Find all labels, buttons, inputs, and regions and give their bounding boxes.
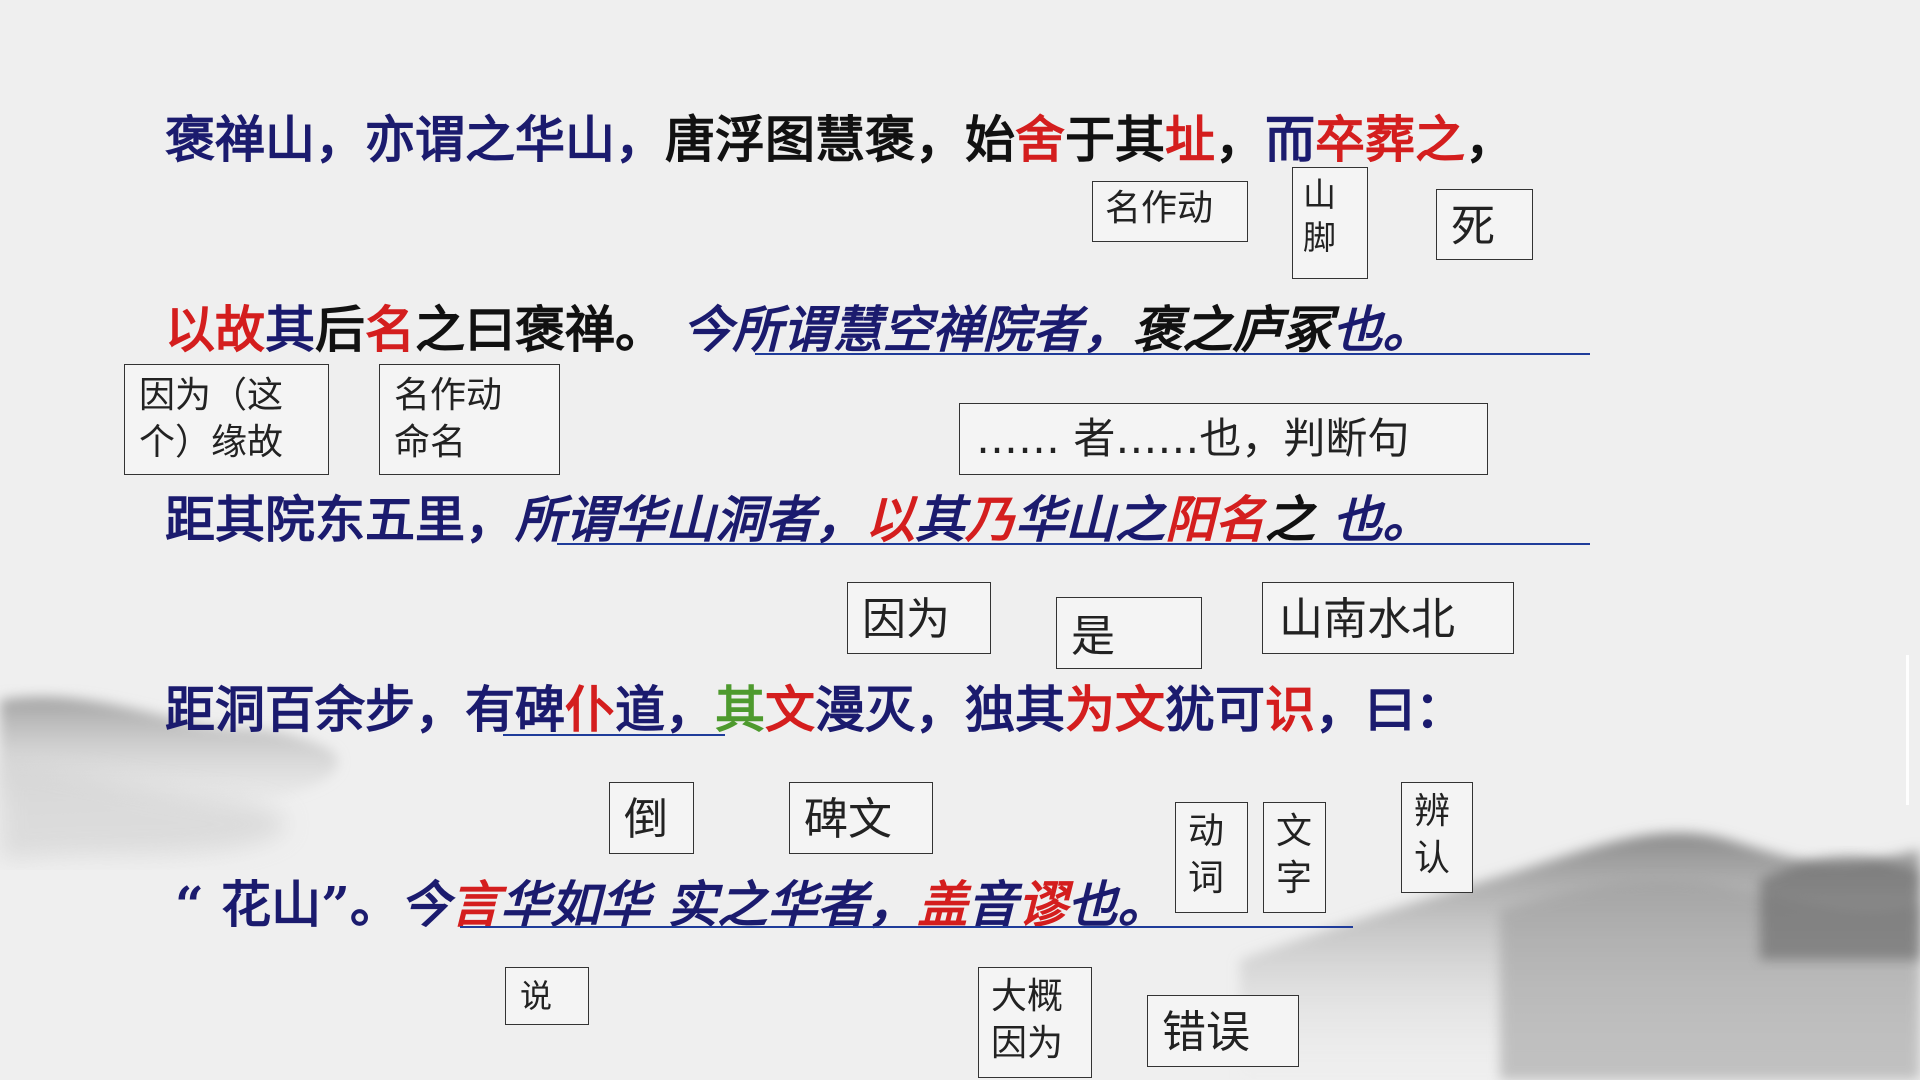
text-segment: 名 xyxy=(1215,490,1265,549)
text-segment: 文 xyxy=(765,680,815,739)
text-segment: 其 xyxy=(265,300,315,359)
text-segment: 后 xyxy=(315,300,365,359)
note-shuo: 说 xyxy=(505,967,589,1025)
note-dong-ci: 动 词 xyxy=(1175,802,1248,913)
text-segment: 盖 xyxy=(917,875,968,934)
text-segment: 也。 xyxy=(1067,875,1168,934)
note-bei-wen: 碑文 xyxy=(789,782,933,854)
text-segment: 其 xyxy=(1015,680,1065,739)
underline-line-3 xyxy=(557,543,1590,545)
text-segment: 也。 xyxy=(1332,490,1433,549)
text-segment: 之 xyxy=(1265,490,1333,549)
text-segment: 华如华 实之华者， xyxy=(499,875,918,934)
note-pan-duan-ju: …… 者……也，判断句 xyxy=(959,403,1488,475)
text-line-2: 以故其后名之曰褒禅。 今所谓慧空禅院者，褒之庐冢也。 xyxy=(165,300,1432,360)
text-segment xyxy=(665,300,682,359)
text-segment: 唐浮图慧褒，始 xyxy=(665,110,1015,169)
text-segment: 褒之庐冢 xyxy=(1132,300,1333,359)
text-segment: 距其院东五里， xyxy=(165,490,515,549)
text-segment: “ 花山”。 xyxy=(175,875,400,934)
text-segment: 仆 xyxy=(565,680,615,739)
text-segment: 谬 xyxy=(1017,875,1068,934)
text-line-3: 距其院东五里，所谓华山洞者，以其乃华山之阳名之 也。 xyxy=(165,490,1432,550)
note-yin-wei-yuan-gu: 因为（这 个）缘故 xyxy=(124,364,329,475)
text-segment: 于其 xyxy=(1065,110,1165,169)
text-line-4: 距洞百余步，有碑仆道，其文漫灭，独其为文犹可识，曰： xyxy=(165,680,1465,740)
text-segment: 名 xyxy=(365,300,415,359)
text-segment: 漫灭，独 xyxy=(815,680,1015,739)
text-segment: 识 xyxy=(1265,680,1315,739)
text-segment: 为文 xyxy=(1065,680,1165,739)
text-segment: ，曰： xyxy=(1315,680,1465,739)
note-shan-jiao: 山 脚 xyxy=(1292,167,1368,279)
text-segment: 褒禅山，亦谓之华山， xyxy=(165,110,665,169)
note-si: 死 xyxy=(1436,189,1533,260)
text-segment: 今所谓慧空禅院者， xyxy=(682,300,1133,359)
text-segment: 舍 xyxy=(1015,110,1065,169)
text-segment: 其 xyxy=(715,680,765,739)
text-segment: 言 xyxy=(449,875,500,934)
text-segment: ， xyxy=(1465,110,1515,169)
text-line-5: “ 花山”。今言华如华 实之华者，盖音谬也。 xyxy=(175,875,1167,935)
note-ming-zuo-dong-2: 名作动 命名 xyxy=(379,364,560,475)
note-cuo-wu: 错误 xyxy=(1147,995,1299,1067)
text-segment: 所谓华山洞者， xyxy=(515,490,865,549)
text-segment: 卒葬之 xyxy=(1315,110,1465,169)
note-yin-wei-1: 因为 xyxy=(847,582,991,654)
text-segment: 距洞百余步， xyxy=(165,680,465,739)
text-segment: 址 xyxy=(1165,110,1215,169)
text-segment: 其 xyxy=(915,490,965,549)
text-segment: ， xyxy=(1215,110,1265,169)
text-segment: 也。 xyxy=(1332,300,1433,359)
text-segment: 华山之 xyxy=(1015,490,1165,549)
text-segment: 今 xyxy=(399,875,450,934)
underline-line-5 xyxy=(460,926,1353,928)
note-dao: 倒 xyxy=(609,782,694,854)
text-line-1: 褒禅山，亦谓之华山，唐浮图慧褒，始舍于其址，而卒葬之， xyxy=(165,110,1515,170)
note-ming-zuo-dong-1: 名作动 xyxy=(1092,181,1248,242)
text-segment: 乃 xyxy=(965,490,1015,549)
text-segment: 以 xyxy=(865,490,915,549)
text-segment: 有碑 xyxy=(465,680,565,739)
text-segment: 犹可 xyxy=(1165,680,1265,739)
text-segment: ， xyxy=(665,680,715,739)
text-segment: 道 xyxy=(615,680,665,739)
note-shan-nan-shui-bei: 山南水北 xyxy=(1262,582,1514,654)
underline-line-2 xyxy=(755,353,1590,355)
text-segment: 以故 xyxy=(165,300,265,359)
note-shi: 是 xyxy=(1056,597,1202,669)
text-segment: 之曰褒禅。 xyxy=(415,300,665,359)
note-bian-ren: 辨 认 xyxy=(1401,782,1473,893)
text-segment: 而 xyxy=(1265,110,1315,169)
underline-line-4 xyxy=(503,734,725,736)
text-segment: 音 xyxy=(967,875,1018,934)
note-wen-zi: 文 字 xyxy=(1263,802,1326,913)
text-segment: 阳 xyxy=(1165,490,1215,549)
note-da-gai-yin-wei: 大概 因为 xyxy=(978,967,1092,1078)
